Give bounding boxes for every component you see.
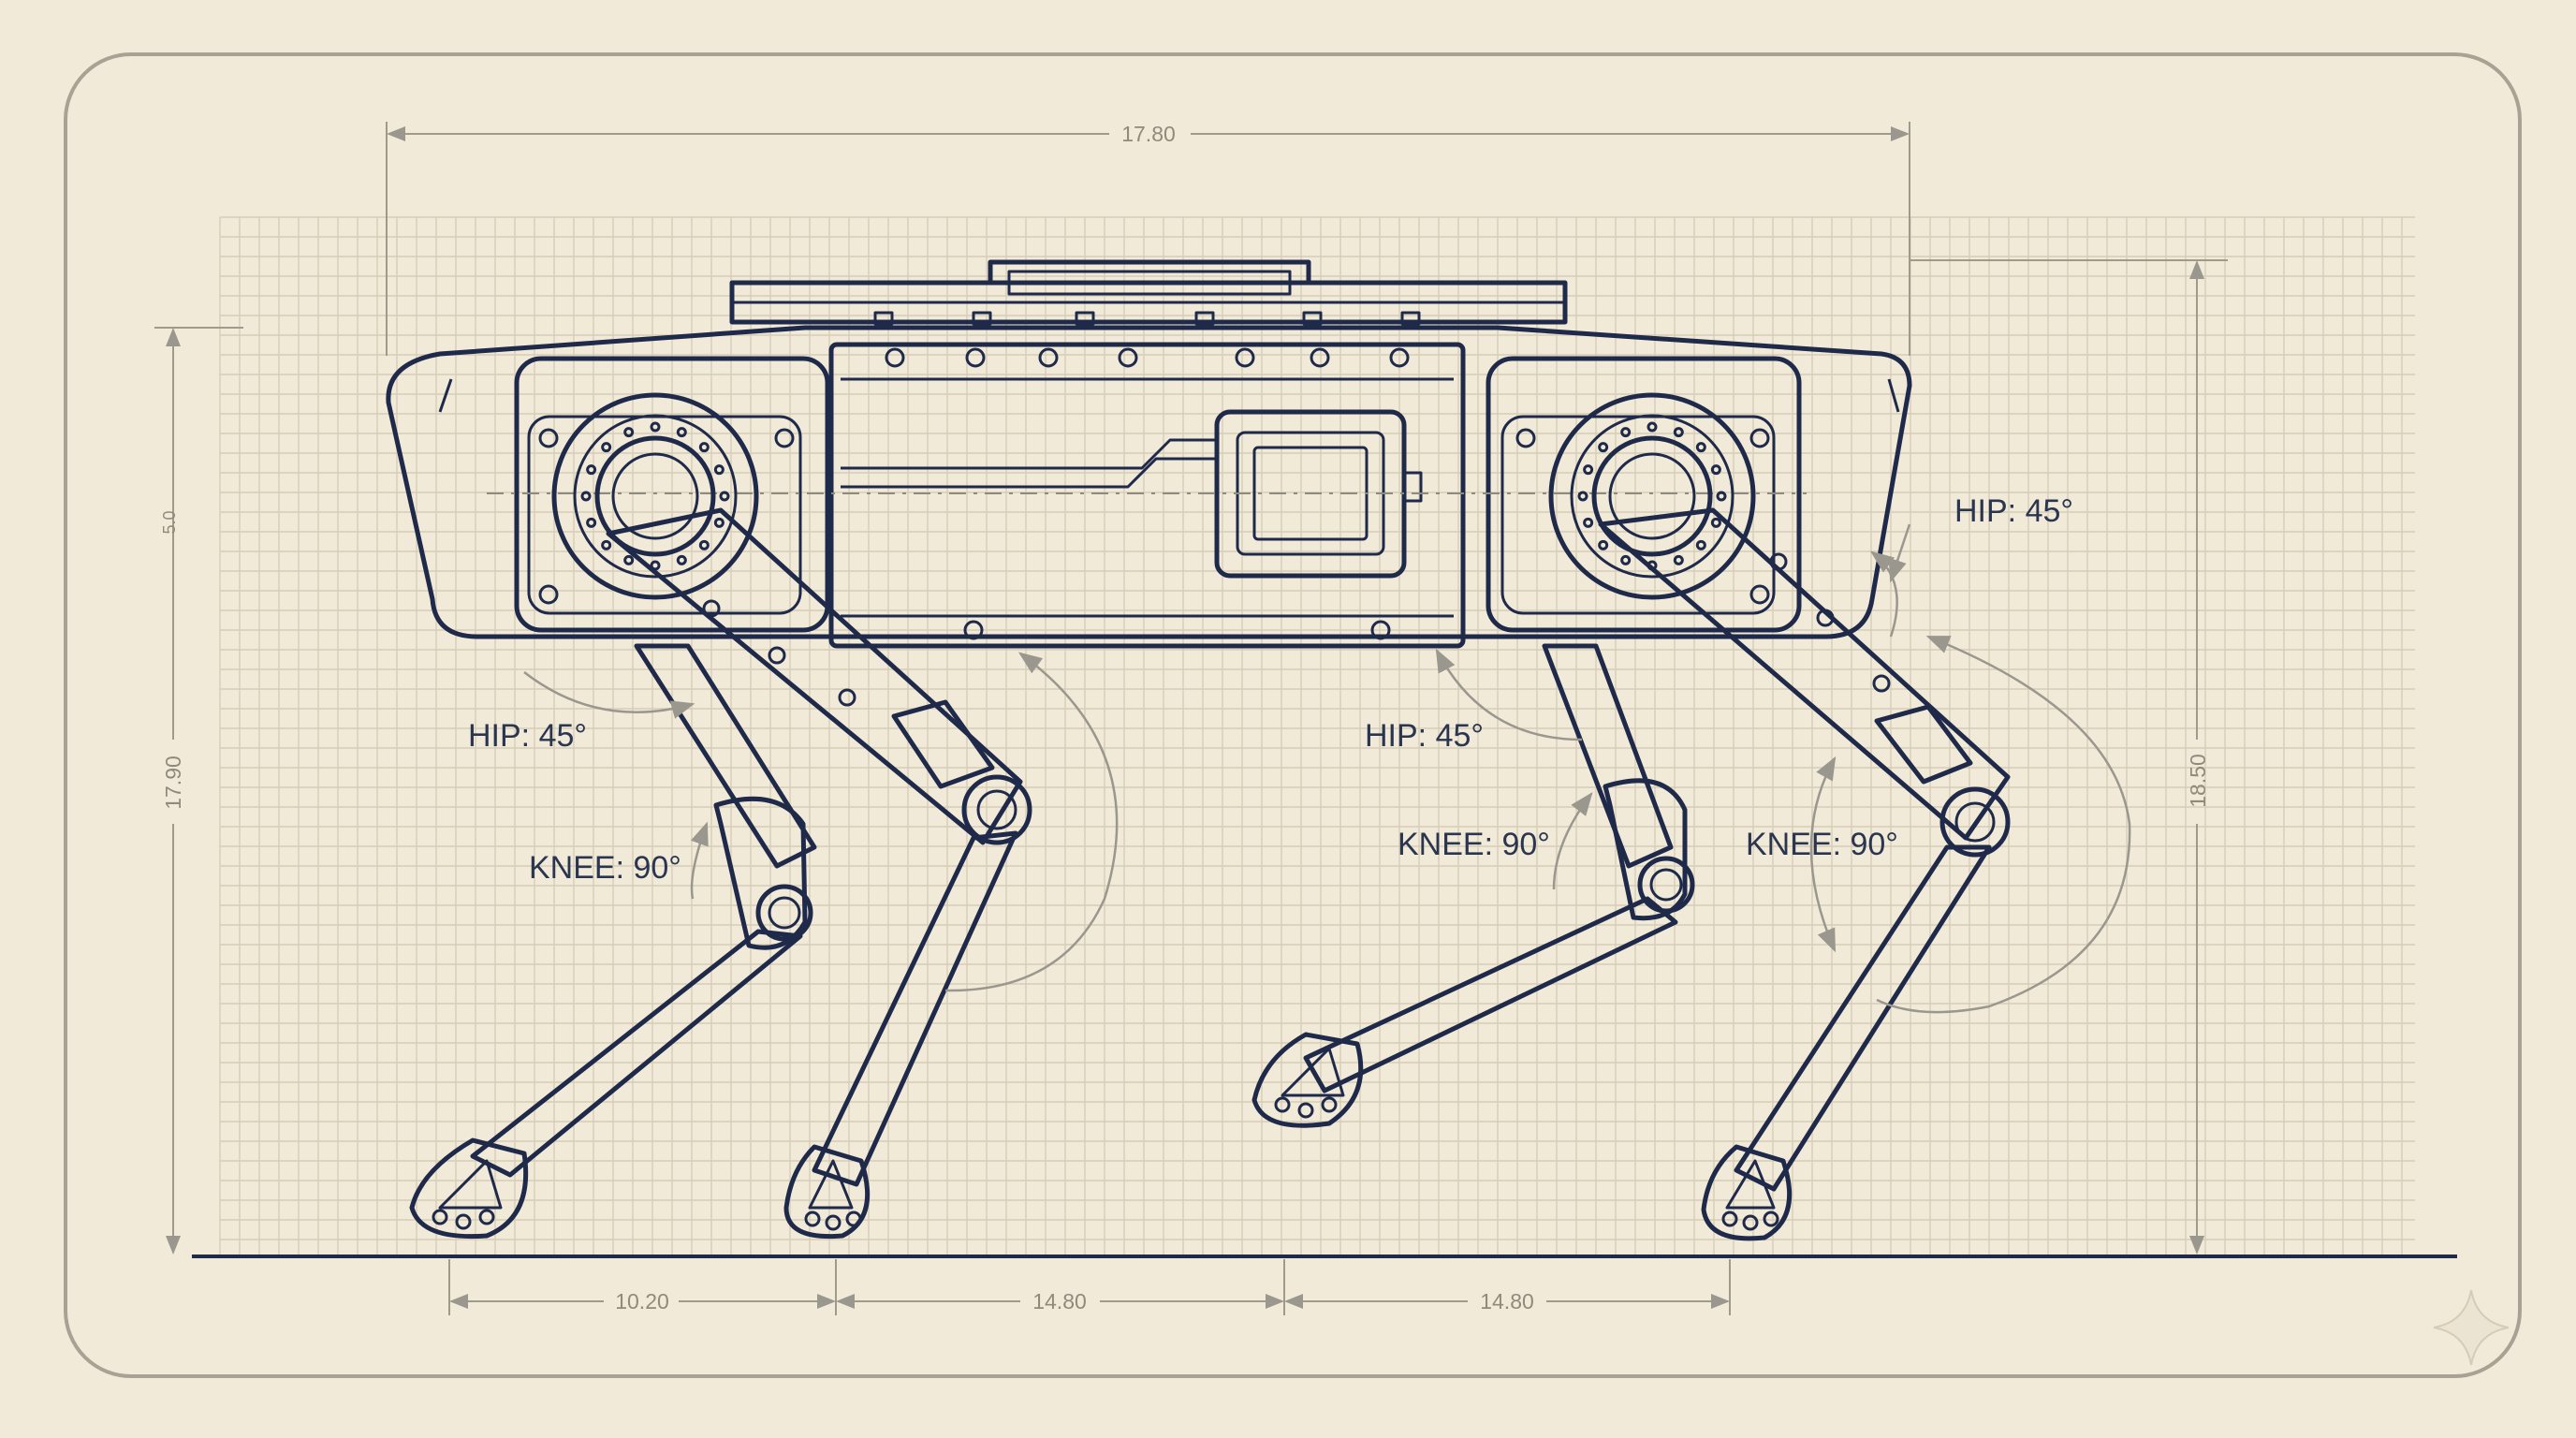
hip-mid-label: HIP: 45° [1365, 718, 1484, 754]
dim-right-label: 18.50 [2186, 754, 2210, 808]
dimension-bottom: 10.20 14.80 14.80 [448, 1259, 1731, 1315]
sparkle-icon [2433, 1289, 2510, 1366]
angle-arcs [523, 523, 2131, 1014]
knee-mid-label: KNEE: 90° [1398, 827, 1550, 862]
hip-joint-front [1548, 392, 1756, 600]
leg-front-near [1598, 507, 2011, 1241]
robot-body [386, 259, 1912, 649]
dimension-top: 17.80 [386, 122, 1910, 356]
dim-top-label: 17.80 [1121, 122, 1176, 146]
dim-left-small-label: 5.0 [160, 510, 179, 534]
dimension-left: 17.90 5.0 [154, 327, 243, 1255]
dimension-right: 18.50 [1910, 259, 2228, 1255]
outer-frame [64, 52, 2522, 1378]
dim-bottom-label-2: 14.80 [1032, 1289, 1087, 1313]
hip-front-label: HIP: 45° [1954, 493, 2073, 529]
dim-left-label: 17.90 [161, 756, 185, 810]
leg-rear-near [606, 507, 1032, 1240]
leg-front-far [1251, 643, 1695, 1128]
dim-bottom-label-3: 14.80 [1480, 1289, 1534, 1313]
hip-joint-rear [551, 392, 759, 600]
knee-front-label: KNEE: 90° [1746, 827, 1898, 862]
hip-rear-label: HIP: 45° [468, 718, 587, 754]
knee-rear-label: KNEE: 90° [529, 850, 681, 886]
dim-bottom-label-1: 10.20 [615, 1289, 669, 1313]
background-grid [219, 216, 2415, 1256]
leg-rear-far [409, 643, 817, 1240]
